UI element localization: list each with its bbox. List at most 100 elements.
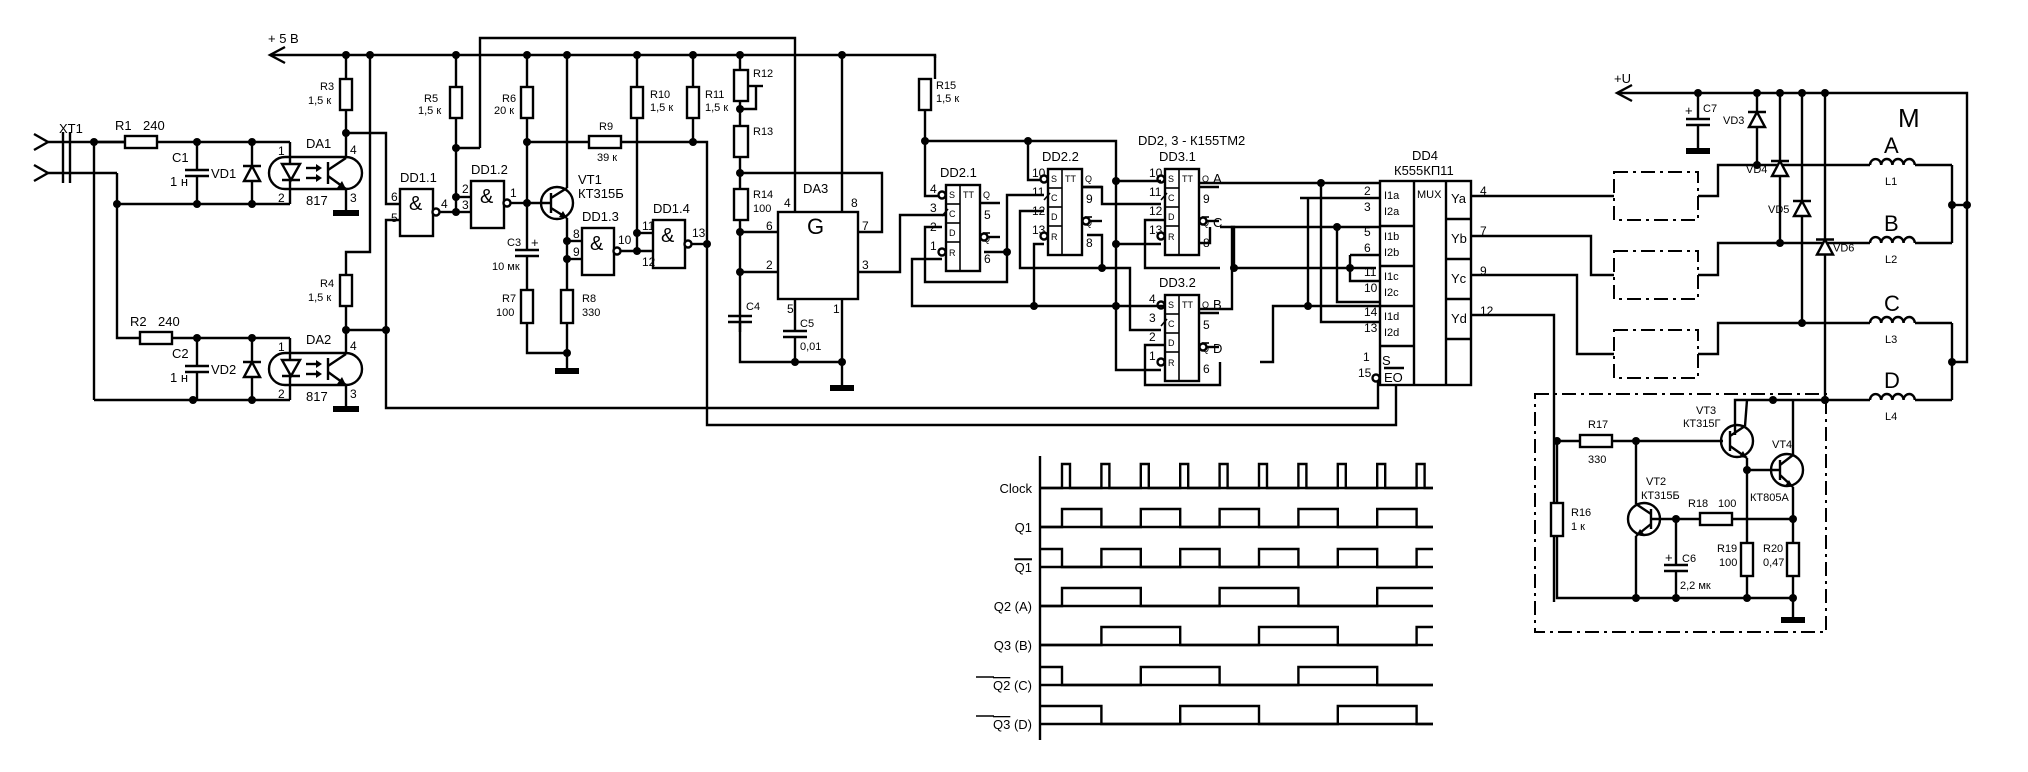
svg-text:VT4: VT4 [1772,439,1792,451]
svg-text:D: D [949,228,956,238]
svg-text:39 к: 39 к [597,152,617,164]
coil-label: L2 [1885,254,1897,266]
svg-text:DA2: DA2 [306,332,331,347]
inverted-reset [1156,231,1166,241]
svg-text:13: 13 [1149,223,1163,237]
svg-text:1: 1 [278,340,285,354]
series-label: Q3 (D) [993,717,1032,732]
svg-text:C: C [1168,319,1175,329]
output-label: C [1213,215,1222,230]
svg-text:100: 100 [496,307,514,319]
svg-text:R10: R10 [650,89,670,101]
series-label: Q2 (C) [993,678,1032,693]
diode-label: VD4 [1746,164,1767,176]
waveform-line [1040,586,1433,608]
svg-text:R11: R11 [705,89,724,101]
vt1-stage: R6 20 к + C3 10 мк R7 100 VT1 КТ315Б R8 … [492,51,1398,427]
svg-text:330: 330 [1588,454,1606,466]
ground-icon [830,385,854,391]
svg-text:R2: R2 [130,314,147,329]
xt1-label: XT1 [59,121,83,136]
series-label: Clock [999,481,1032,496]
coil-label: L4 [1885,411,1897,423]
inverted-output [1198,216,1208,226]
svg-text:10: 10 [1032,166,1046,180]
svg-text:3: 3 [1149,311,1156,325]
svg-text:5: 5 [787,302,794,316]
svg-text:C6: C6 [1682,553,1696,565]
timing-row: Q3 (D) [976,704,1433,732]
mux-input-label: I2b [1384,247,1399,259]
svg-text:Q: Q [1202,174,1209,184]
inverted-set [937,190,947,200]
mux-input-pin: 2 [1364,184,1371,198]
ground-icon [1781,617,1805,623]
svg-text:R15: R15 [936,80,956,92]
mux-input-label: I2c [1384,287,1399,299]
resistor-r3: R3 1,5 к [308,51,400,206]
svg-text:1: 1 [1363,350,1370,364]
mux-input-label: I2d [1384,327,1399,339]
svg-text:TT: TT [963,190,974,200]
svg-text:9: 9 [1086,192,1093,206]
svg-text:1,5 к: 1,5 к [308,292,331,304]
svg-text:1 н: 1 н [170,370,188,385]
svg-text:6: 6 [1203,362,1210,376]
svg-text:1: 1 [278,144,285,158]
inverted-reset [1039,231,1049,241]
flipflop-ref: DD3.2 [1159,275,1196,290]
series-label: Q3 (B) [994,638,1032,653]
svg-text:S: S [1168,174,1174,184]
svg-text:R9: R9 [599,121,613,133]
svg-text:КТ805А: КТ805А [1750,492,1789,504]
optocoupler-da2: DA2 817 1 2 3 4 [267,330,364,412]
timing-row: Q1 [1014,547,1433,575]
r15: R15 1,5 к [917,77,1161,372]
svg-text:1,5 к: 1,5 к [308,95,331,107]
svg-text:+U: +U [1614,71,1631,86]
svg-text:6: 6 [391,190,398,204]
gate-dd1-3: & DD1.3 8 9 10 [563,209,653,277]
svg-text:+: + [1665,550,1673,565]
svg-text:К555КП11: К555КП11 [1394,163,1454,178]
svg-text:R: R [1168,232,1175,242]
svg-text:D: D [1051,212,1058,222]
waveform-line [1040,625,1433,647]
svg-text:8: 8 [1086,236,1093,250]
svg-text:R13: R13 [753,126,773,138]
svg-text:7: 7 [1480,224,1487,238]
svg-text:2: 2 [462,182,469,196]
svg-text:R14: R14 [753,189,773,201]
svg-text:DA3: DA3 [803,181,828,196]
vcc-rail: + 5 В [267,31,937,212]
svg-text:&: & [480,186,494,208]
svg-text:VT1: VT1 [578,172,602,187]
ff-wiring [910,177,1222,387]
svg-text:9: 9 [1203,192,1210,206]
svg-text:S: S [1168,300,1174,310]
svg-text:4: 4 [350,143,357,157]
svg-text:817: 817 [306,193,328,208]
gate-dd1-4: R10 1,5 к R11 1,5 к & DD1.4 11 12 13 [629,51,728,270]
svg-text:G: G [807,214,824,239]
series-label: Q2 (A) [994,599,1032,614]
svg-text:11: 11 [642,219,655,233]
svg-text:6: 6 [766,219,773,233]
output-label: A [1213,171,1222,186]
svg-text:9: 9 [573,245,580,259]
vcc-label: + 5 В [268,31,299,46]
vcc-arrow-icon [267,45,286,65]
svg-text:R3: R3 [320,81,334,93]
svg-text:&: & [661,225,675,247]
ground-icon [1686,148,1710,154]
svg-text:R7: R7 [502,293,516,305]
svg-text:Ya: Ya [1451,191,1467,206]
svg-text:4: 4 [1480,184,1487,198]
svg-text:S: S [949,190,955,200]
svg-text:КТ315Б: КТ315Б [578,186,624,201]
mux-dd4: DD4 К555КП11 MUX I1a2I2a3I1b5I2b6I1c11I2… [1358,148,1614,602]
svg-text:5: 5 [984,208,991,222]
svg-text:1 к: 1 к [1571,521,1585,533]
